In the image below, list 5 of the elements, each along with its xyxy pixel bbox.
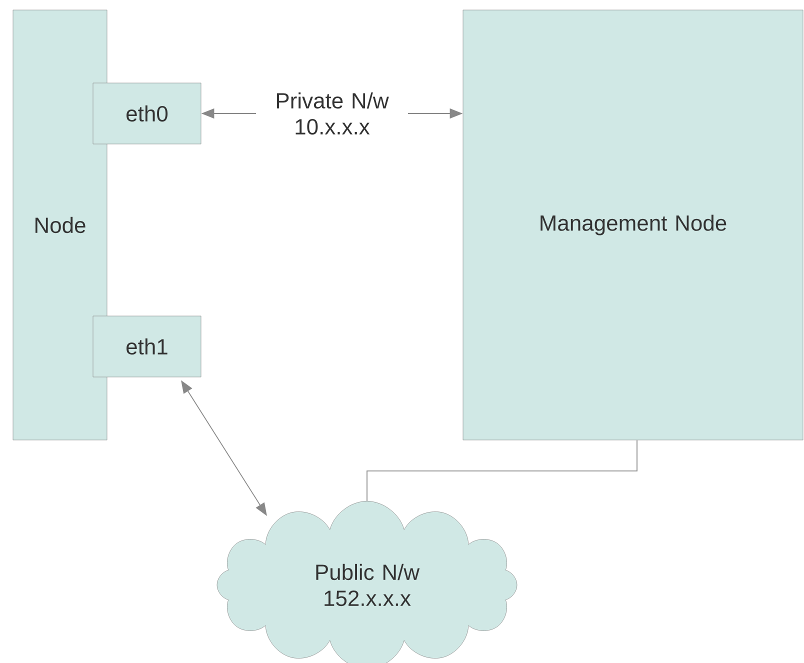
box: Management Node	[462, 10, 804, 440]
connector-line	[366, 440, 638, 502]
box: eth0	[92, 82, 202, 144]
edge-label: Private N/w 10.x.x.x	[276, 92, 389, 135]
box: eth1	[92, 316, 202, 378]
